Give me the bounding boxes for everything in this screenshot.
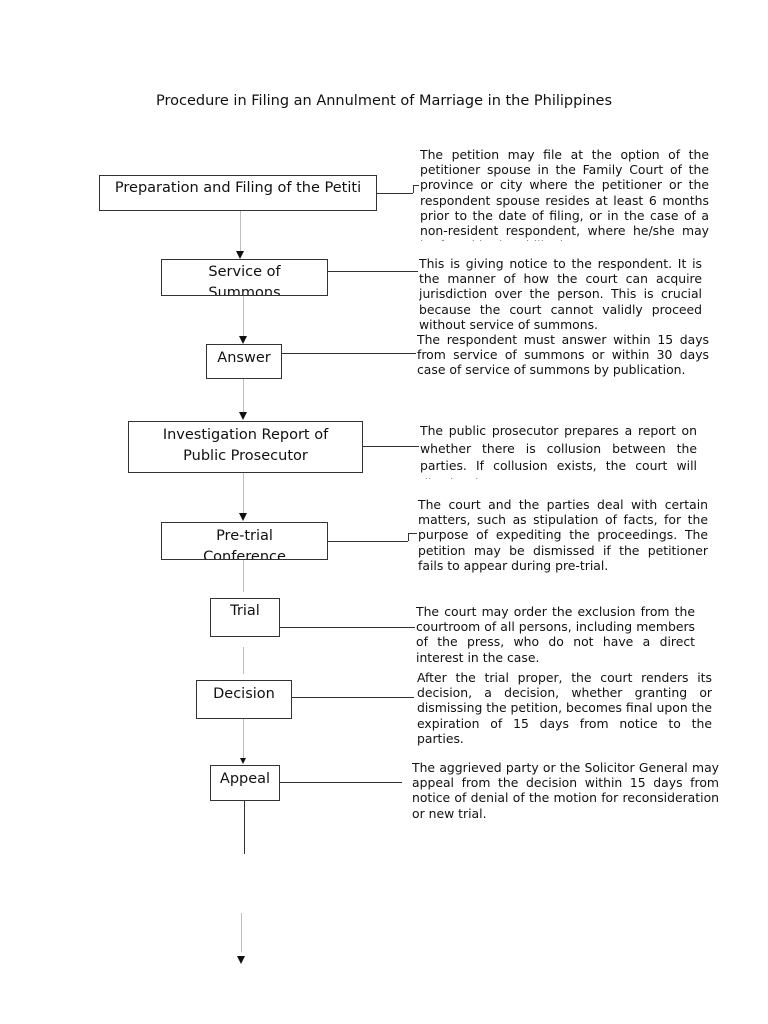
- step-label: Service of Summons: [208, 264, 281, 296]
- step-description-preparation-filing: The petition may file at the option of t…: [420, 147, 709, 241]
- step-box-preparation-filing: Preparation and Filing of the Petiti: [99, 175, 377, 211]
- page-title: Procedure in Filing an Annulment of Marr…: [155, 93, 613, 109]
- connector-decision: [292, 697, 414, 698]
- step-box-trial: Trial: [210, 598, 280, 637]
- step-description-trial: The court may order the exclusion from t…: [416, 604, 695, 665]
- connector-investigation-report: [363, 446, 419, 447]
- step-label: Answer: [217, 350, 271, 366]
- step-label: Decision: [213, 686, 275, 702]
- step-description-answer: The respondent must answer within 15 day…: [417, 332, 709, 378]
- step-description-decision: After the trial proper, the court render…: [417, 670, 712, 746]
- flow-arrow-3: [239, 412, 247, 420]
- flow-arrow-2: [239, 336, 247, 344]
- step-description-service-of-summons: This is giving notice to the respondent.…: [419, 256, 702, 332]
- flow-line-8: [244, 801, 245, 854]
- flow-line-6: [243, 647, 244, 674]
- connector-answer: [282, 353, 416, 354]
- connector-pre-trial-conference: [328, 541, 408, 542]
- connector-trial: [280, 627, 415, 628]
- flow-arrow-7: [240, 758, 246, 764]
- flow-line-1: [240, 211, 241, 253]
- step-description-appeal: The aggrieved party or the Solicitor Gen…: [412, 760, 719, 821]
- step-box-answer: Answer: [206, 344, 282, 379]
- flow-line-9: [241, 913, 242, 952]
- connector-preparation-filing: [377, 193, 413, 194]
- flow-line-4: [243, 473, 244, 515]
- step-box-appeal: Appeal: [210, 765, 280, 801]
- connector-preparation-filing-tail: [413, 185, 419, 186]
- flow-arrow-1: [236, 251, 244, 259]
- flow-line-3: [243, 379, 244, 414]
- step-box-investigation-report: Investigation Report of Public Prosecuto…: [128, 421, 363, 473]
- step-label: Trial: [230, 603, 260, 619]
- connector-pre-trial-tail: [408, 533, 417, 534]
- step-description-pre-trial-conference: The court and the parties deal with cert…: [418, 497, 708, 573]
- step-description-investigation-report: The public prosecutor prepares a report …: [420, 423, 697, 479]
- step-label: Preparation and Filing of the Petiti: [114, 180, 362, 196]
- connector-appeal: [280, 782, 402, 783]
- connector-service-of-summons: [328, 271, 418, 272]
- step-label: Pre-trial Conference: [203, 528, 286, 560]
- connector-preparation-filing-bend: [413, 185, 414, 193]
- step-box-pre-trial-conference: Pre-trial Conference: [161, 522, 328, 560]
- step-box-decision: Decision: [196, 680, 292, 719]
- step-label: Appeal: [219, 771, 271, 787]
- flow-line-5: [243, 560, 244, 592]
- step-box-service-of-summons: Service of Summons: [161, 259, 328, 296]
- flow-arrow-4: [239, 513, 247, 521]
- flow-line-2: [243, 296, 244, 338]
- connector-pre-trial-bend: [408, 533, 409, 541]
- flow-arrow-9: [237, 956, 245, 964]
- step-label: Investigation Report of Public Prosecuto…: [162, 427, 329, 464]
- flow-line-7: [243, 719, 244, 761]
